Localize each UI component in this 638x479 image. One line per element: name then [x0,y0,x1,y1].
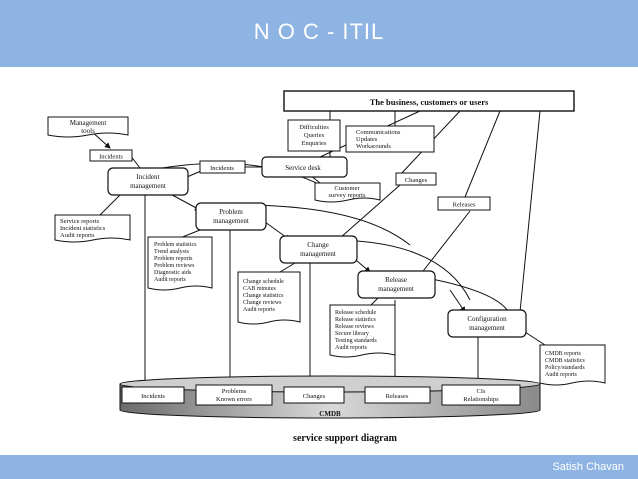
svg-text:Release schedule: Release schedule [335,310,376,316]
cmdb-item-changes: Changes [283,386,345,404]
svg-text:Audit reports: Audit reports [154,277,186,283]
svg-text:management: management [130,182,166,190]
svg-text:Releases: Releases [386,393,409,400]
changes-flow-box: Changes [395,172,437,186]
svg-text:CMDB reports: CMDB reports [545,351,581,357]
cmdb-reports-doc: CMDB reports CMDB statistics Policy/stan… [539,344,606,386]
author-label: Satish Chavan [552,461,624,473]
release-reports-doc: Release schedule Release statistics Rele… [329,304,396,358]
svg-text:Problem reviews: Problem reviews [154,263,195,269]
change-management-node: Change management [279,235,358,264]
svg-text:tools: tools [81,127,95,135]
svg-text:Policy/standards: Policy/standards [545,365,585,371]
communications-box: Communications Updates Workarounds [345,125,435,153]
svg-text:Audit reports: Audit reports [243,307,275,313]
svg-text:CMDB statistics: CMDB statistics [545,358,586,364]
svg-text:The business, customers or use: The business, customers or users [370,97,489,107]
svg-text:management: management [213,217,249,225]
incident-management-node: Incident management [107,167,189,196]
svg-text:Updates: Updates [356,136,378,143]
diagram-caption: service support diagram [293,433,398,444]
svg-text:Audit reports: Audit reports [335,345,367,351]
svg-text:Problem statistics: Problem statistics [154,242,197,248]
incidents-flow-mid: Incidents [199,160,246,174]
svg-text:Problem reports: Problem reports [154,256,193,262]
svg-text:Queries: Queries [304,132,325,139]
service-desk-node: Service desk [261,156,348,178]
svg-text:Change: Change [307,241,328,249]
cmdb-item-releases: Releases [364,386,431,404]
itil-diagram: The business, customers or users Managem… [47,90,606,444]
incident-reports-doc: Service reports Incident statistics Audi… [54,214,131,243]
svg-text:Difficulties: Difficulties [299,124,329,131]
svg-text:Management: Management [70,119,107,127]
svg-text:CIs: CIs [476,388,486,395]
cmdb-item-problems: Problems Known errors [195,384,273,406]
svg-text:Change reviews: Change reviews [243,300,282,306]
slide-header: N O C - ITIL [0,0,638,67]
problem-management-node: Problem management [195,202,267,231]
svg-text:Incidents: Incidents [210,165,234,172]
svg-text:Configuration: Configuration [467,315,507,323]
slide-title: N O C - ITIL [253,19,385,44]
svg-text:Release: Release [385,276,407,284]
cmdb-item-incidents: Incidents [121,386,185,404]
management-tools-doc: Management tools [47,116,129,138]
svg-text:Workarounds: Workarounds [356,143,391,150]
svg-text:Problems: Problems [222,388,247,395]
svg-text:Relationships: Relationships [463,396,499,403]
svg-text:Service reports: Service reports [60,218,100,225]
svg-text:CMDB: CMDB [319,410,341,418]
business-box: The business, customers or users [283,90,575,112]
change-reports-doc: Change schedule CAB minutes Change stati… [237,271,301,325]
svg-text:Release statistics: Release statistics [335,317,376,323]
svg-text:Release reviews: Release reviews [335,324,374,330]
svg-text:Incident: Incident [137,173,160,181]
svg-text:Diagnostic aids: Diagnostic aids [154,270,192,276]
release-management-node: Release management [357,270,436,299]
incidents-flow-top: Incidents [89,149,133,162]
svg-text:Changes: Changes [405,177,428,184]
svg-text:Customer: Customer [334,185,360,192]
svg-text:Problem: Problem [219,208,243,216]
svg-text:CAB minutes: CAB minutes [243,286,277,292]
configuration-management-node: Configuration management [447,309,527,338]
svg-text:management: management [300,250,336,258]
releases-flow-box: Releases [437,196,491,211]
svg-text:Testing standards: Testing standards [335,338,377,344]
customer-survey-doc: Customer survey reports [314,182,381,203]
svg-text:Audit reports: Audit reports [60,232,95,239]
svg-text:Incidents: Incidents [99,154,123,161]
svg-text:Change schedule: Change schedule [243,279,284,285]
problem-reports-doc: Problem statistics Trend analysis Proble… [147,236,213,291]
svg-text:management: management [378,285,414,293]
svg-text:Changes: Changes [303,393,326,400]
svg-text:Service desk: Service desk [285,164,321,172]
slide-footer: Satish Chavan [0,455,638,479]
svg-text:Trend analysis: Trend analysis [154,249,190,255]
svg-text:Change statistics: Change statistics [243,293,284,299]
svg-text:Enquiries: Enquiries [302,140,327,147]
svg-text:management: management [469,324,505,332]
svg-text:Incidents: Incidents [141,393,165,400]
svg-text:Audit reports: Audit reports [545,372,577,378]
difficulties-box: Difficulties Queries Enquiries [287,119,341,152]
svg-text:Known errors: Known errors [216,396,252,403]
svg-text:Incident statistics: Incident statistics [60,225,106,232]
svg-text:Communications: Communications [356,129,401,136]
svg-text:Secure library: Secure library [335,331,369,337]
svg-text:survey reports: survey reports [328,192,365,199]
cmdb-item-cis: CIs Relationships [441,384,521,406]
svg-text:Releases: Releases [453,202,476,209]
